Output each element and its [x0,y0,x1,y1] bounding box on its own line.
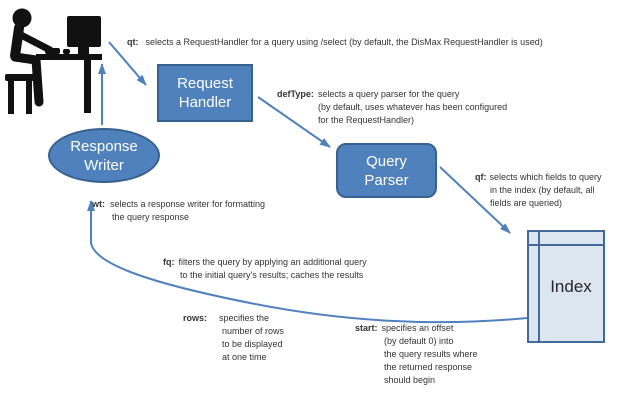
start-param-label: start: [355,323,378,333]
index-column-divider [538,232,540,341]
qf-arrow [439,166,511,234]
annotation-qt: qt:selects a RequestHandler for a query … [127,37,543,47]
annotation-deftype: defType:selects a query parser for the q… [277,89,508,125]
request-handler-label-line2: Handler [178,94,232,111]
deftype-arrow [257,96,331,148]
qf-param-label: qf: [475,172,487,182]
fq-param-label: fq: [163,257,175,267]
annotation-start: start:specifies an offset (by default 0)… [355,323,478,385]
annotation-qf: qf:selects which fields to query in the … [475,172,602,208]
index-label: Index [550,276,592,296]
request-handler-label-line1: Request [177,75,233,92]
wt-param-label: wt: [92,199,105,209]
query-parser-node: Query Parser [336,143,437,198]
query-parser-label-line1: Query [366,152,407,170]
qt-arrow [108,41,147,86]
user-at-computer-icon [5,8,102,114]
annotation-wt: wt:selects a response writer for formatt… [92,199,266,222]
annotation-fq: fq:filters the query by applying an addi… [163,257,367,280]
qt-param-label: qt: [127,37,139,47]
annotation-rows: rows:specifies the number of rows to be … [183,313,285,362]
query-parser-label-line2: Parser [364,171,409,189]
index-node: Index [527,230,605,343]
response-writer-node: Response Writer [48,128,160,183]
index-row-divider [529,244,603,246]
response-writer-label-line1: Response [70,137,138,155]
response-writer-label-line2: Writer [84,156,124,174]
request-handler-node: Request Handler [157,64,253,122]
deftype-param-label: defType: [277,89,314,99]
index-to-response-writer-arrow [87,200,528,324]
rows-param-label: rows: [183,313,208,323]
